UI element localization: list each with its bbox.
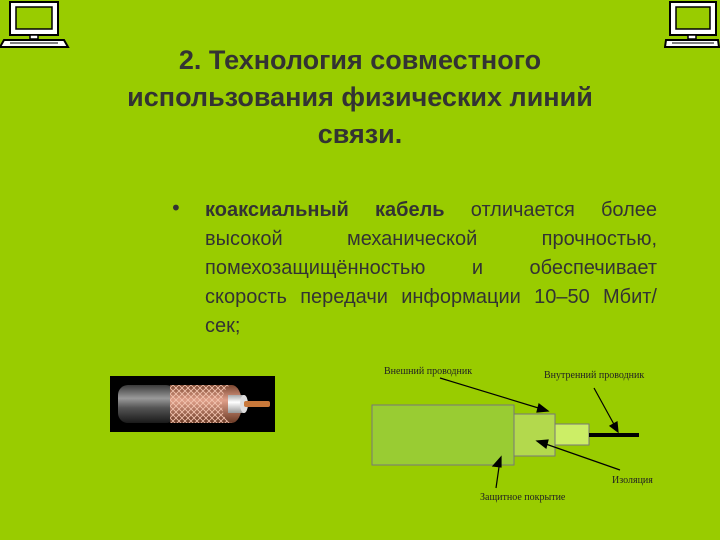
inner-conductor-wire: [589, 433, 639, 437]
bullet-body: отличается более высокой механической пр…: [205, 199, 657, 337]
coax-cable-illustration: [118, 385, 270, 423]
coax-cable-photo: [110, 376, 275, 432]
title-line: 2. Технология совместного: [178, 45, 542, 75]
insulation-block: [513, 413, 556, 457]
title-line: использования физических линий: [127, 82, 593, 112]
jacket-label: Защитное покрытие: [480, 492, 566, 503]
inner-conductor-label: Внутренний проводник: [544, 370, 645, 381]
callout-arrows: [439, 377, 621, 489]
computer-icon: [0, 1, 70, 48]
insulation-label: Изоляция: [612, 475, 653, 486]
slide-title: 2. Технология совместного использования …: [60, 42, 660, 153]
jacket-block: [371, 404, 515, 466]
computer-icon: [664, 1, 720, 48]
bullet-marker: •: [170, 196, 182, 220]
inner-block: [554, 423, 590, 446]
outer-conductor-label: Внешний проводник: [384, 366, 473, 377]
bullet-term: коаксиальный кабель: [205, 199, 445, 221]
title-line: связи.: [317, 119, 403, 149]
bullet-text: коаксиальный кабель отличается более выс…: [205, 196, 657, 341]
